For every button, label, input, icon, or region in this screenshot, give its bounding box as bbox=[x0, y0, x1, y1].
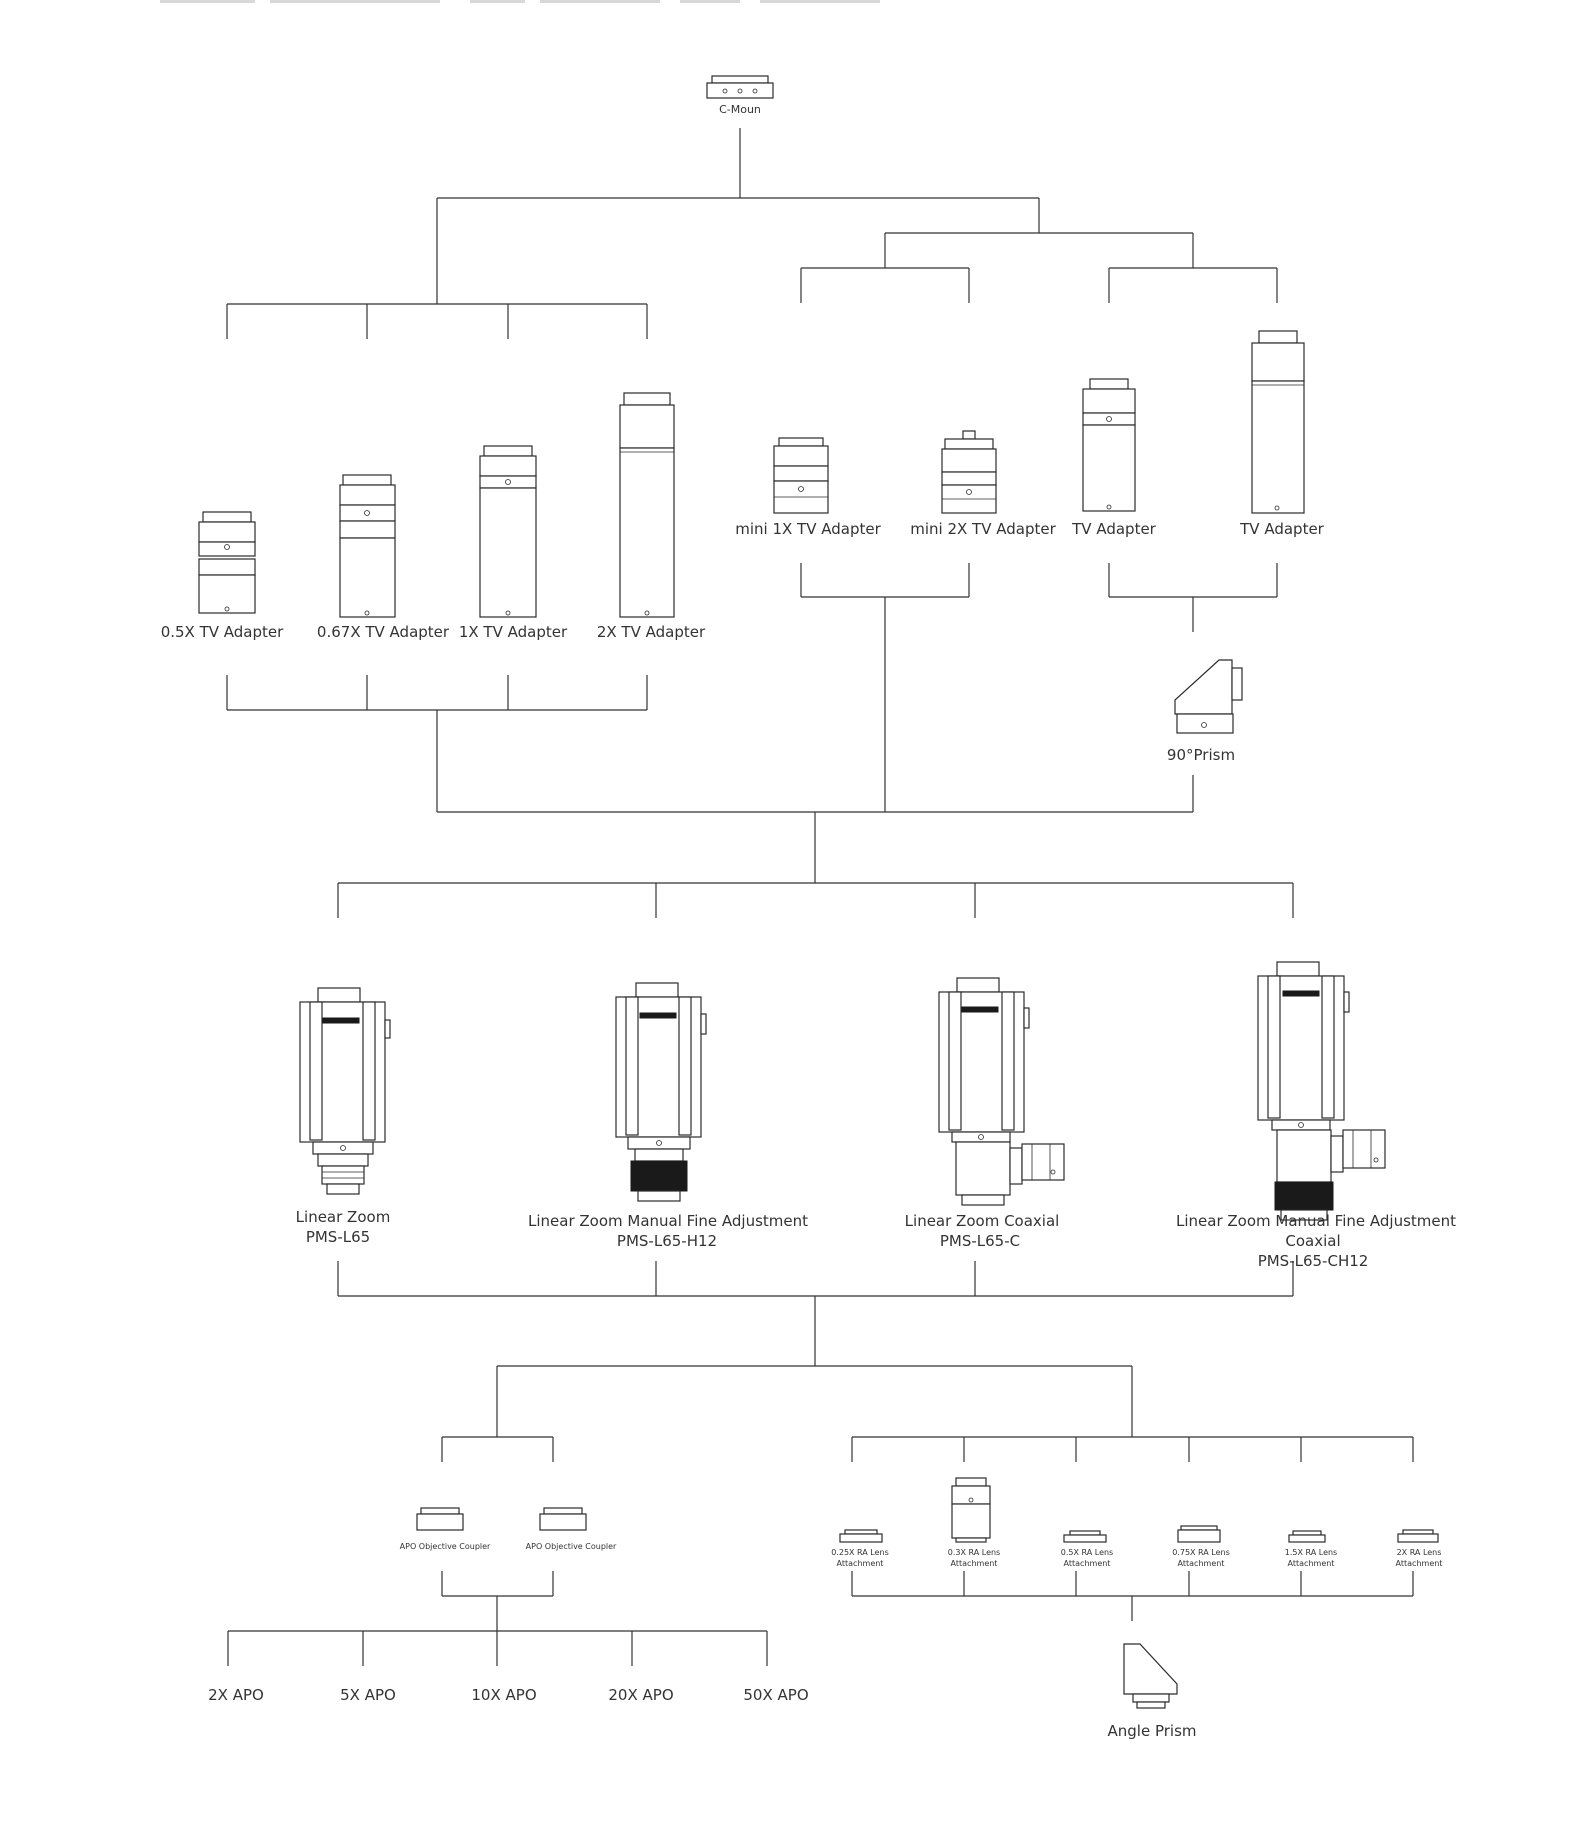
zoom-body-pms-l65-model: PMS-L65 bbox=[306, 1228, 370, 1246]
tv-adapter-0-67x-icon bbox=[339, 474, 396, 618]
cropped-header bbox=[160, 0, 880, 3]
mini-1x-tv-adapter-label: mini 1X TV Adapter bbox=[735, 520, 881, 538]
apo-objectives: 2X APO 5X APO 10X APO 20X APO 50X APO bbox=[208, 1686, 808, 1704]
prism-90-node: 90°Prism bbox=[1167, 659, 1243, 764]
tv-adapter-a-icon bbox=[1082, 378, 1136, 512]
mini-2x-tv-adapter-icon bbox=[941, 430, 997, 514]
zoom-body-pms-l65-h12: Linear Zoom Manual Fine Adjustment PMS-L… bbox=[528, 982, 808, 1250]
prism-90-icon bbox=[1174, 659, 1243, 734]
ra-lens-0-3x: 0.3X RA Lens Attachment bbox=[948, 1477, 1000, 1568]
ra-lens-0-25x-line2: Attachment bbox=[837, 1559, 884, 1568]
tv-adapter-a-label: TV Adapter bbox=[1071, 520, 1157, 538]
ra-lens-2x-line1: 2X RA Lens bbox=[1397, 1548, 1442, 1557]
tv-adapter-2x-label: 2X TV Adapter bbox=[597, 623, 706, 641]
ra-lens-0-25x-line1: 0.25X RA Lens bbox=[831, 1548, 889, 1557]
ra-lens-1-5x-line2: Attachment bbox=[1288, 1559, 1335, 1568]
c-mount-node: C-Moun bbox=[706, 75, 774, 116]
angle-prism-label: Angle Prism bbox=[1108, 1722, 1197, 1740]
tv-adapter-0-5x-label: 0.5X TV Adapter bbox=[161, 623, 284, 641]
ra-lens-2x-icon bbox=[1397, 1529, 1439, 1543]
objective-20x-apo: 20X APO bbox=[608, 1686, 673, 1704]
tv-adapter-2x: 2X TV Adapter bbox=[597, 392, 706, 641]
zoom-body-pms-l65: Linear Zoom PMS-L65 bbox=[296, 987, 391, 1246]
zoom-body-pms-l65-c-name: Linear Zoom Coaxial bbox=[905, 1212, 1060, 1230]
ra-lens-0-25x-icon bbox=[839, 1529, 883, 1543]
tv-adapter-a: TV Adapter bbox=[1071, 378, 1157, 538]
tv-adapter-b-icon bbox=[1251, 330, 1305, 514]
zoom-body-pms-l65-ch12-model: PMS-L65-CH12 bbox=[1258, 1252, 1369, 1270]
angle-prism-node: Angle Prism bbox=[1108, 1643, 1197, 1740]
apo-coupler-b-icon bbox=[539, 1507, 587, 1531]
apo-coupler-a-icon bbox=[416, 1507, 464, 1531]
apo-coupler-a-label: APO Objective Coupler bbox=[400, 1542, 491, 1551]
angle-prism-icon bbox=[1123, 1643, 1178, 1709]
prism-90-label: 90°Prism bbox=[1167, 746, 1235, 764]
tv-adapter-1x-label: 1X TV Adapter bbox=[459, 623, 568, 641]
zoom-body-pms-l65-c: Linear Zoom Coaxial PMS-L65-C bbox=[905, 977, 1065, 1250]
tv-adapter-0-67x: 0.67X TV Adapter bbox=[317, 474, 450, 641]
zoom-body-pms-l65-c-icon bbox=[938, 977, 1065, 1206]
tv-adapter-1x-icon bbox=[479, 445, 537, 618]
tv-adapter-1x: 1X TV Adapter bbox=[459, 445, 568, 641]
zoom-body-pms-l65-h12-model: PMS-L65-H12 bbox=[617, 1232, 717, 1250]
objective-10x-apo: 10X APO bbox=[471, 1686, 536, 1704]
zoom-body-pms-l65-ch12-name: Linear Zoom Manual Fine Adjustment bbox=[1176, 1212, 1456, 1230]
mini-1x-tv-adapter: mini 1X TV Adapter bbox=[735, 437, 882, 538]
zoom-body-pms-l65-ch12: Linear Zoom Manual Fine Adjustment Coaxi… bbox=[1176, 961, 1456, 1270]
tv-adapter-0-5x-icon bbox=[198, 511, 256, 614]
objective-2x-apo: 2X APO bbox=[208, 1686, 264, 1704]
zoom-body-pms-l65-ch12-coaxial: Coaxial bbox=[1285, 1232, 1340, 1250]
zoom-body-pms-l65-name: Linear Zoom bbox=[296, 1208, 391, 1226]
tv-adapter-0-67x-label: 0.67X TV Adapter bbox=[317, 623, 450, 641]
ra-lens-1-5x: 1.5X RA Lens Attachment bbox=[1285, 1530, 1337, 1568]
tv-adapter-b: TV Adapter bbox=[1239, 330, 1325, 538]
zoom-body-pms-l65-icon bbox=[299, 987, 391, 1195]
zoom-body-pms-l65-h12-icon bbox=[615, 982, 707, 1202]
ra-lens-0-3x-line1: 0.3X RA Lens bbox=[948, 1548, 1000, 1557]
objective-50x-apo: 50X APO bbox=[743, 1686, 808, 1704]
ra-lens-1-5x-icon bbox=[1288, 1530, 1326, 1543]
connector-lines bbox=[226, 128, 1414, 1666]
c-mount-icon bbox=[706, 75, 774, 99]
ra-lens-0-25x: 0.25X RA Lens Attachment bbox=[831, 1529, 889, 1568]
ra-lens-0-5x: 0.5X RA Lens Attachment bbox=[1061, 1530, 1113, 1568]
ra-lens-0-3x-icon bbox=[951, 1477, 991, 1543]
mini-2x-tv-adapter-label: mini 2X TV Adapter bbox=[910, 520, 1056, 538]
tv-adapter-2x-icon bbox=[619, 392, 675, 618]
ra-lens-0-3x-line2: Attachment bbox=[951, 1559, 998, 1568]
zoom-body-pms-l65-ch12-icon bbox=[1257, 961, 1386, 1221]
ra-lens-0-5x-icon bbox=[1063, 1530, 1107, 1543]
apo-coupler-a: APO Objective Coupler bbox=[400, 1507, 491, 1551]
ra-lens-0-5x-line2: Attachment bbox=[1064, 1559, 1111, 1568]
ra-lens-2x: 2X RA Lens Attachment bbox=[1396, 1529, 1443, 1568]
apo-coupler-b: APO Objective Coupler bbox=[526, 1507, 617, 1551]
tv-adapter-b-label: TV Adapter bbox=[1239, 520, 1325, 538]
ra-lens-2x-line2: Attachment bbox=[1396, 1559, 1443, 1568]
ra-lens-1-5x-line1: 1.5X RA Lens bbox=[1285, 1548, 1337, 1557]
ra-lens-0-75x-line1: 0.75X RA Lens bbox=[1172, 1548, 1230, 1557]
ra-lens-0-75x: 0.75X RA Lens Attachment bbox=[1172, 1525, 1230, 1568]
zoom-body-pms-l65-h12-name: Linear Zoom Manual Fine Adjustment bbox=[528, 1212, 808, 1230]
mini-1x-tv-adapter-icon bbox=[773, 437, 829, 514]
apo-coupler-b-label: APO Objective Coupler bbox=[526, 1542, 617, 1551]
objective-5x-apo: 5X APO bbox=[340, 1686, 396, 1704]
c-mount-label: C-Moun bbox=[719, 103, 761, 116]
ra-lens-0-5x-line1: 0.5X RA Lens bbox=[1061, 1548, 1113, 1557]
mini-2x-tv-adapter: mini 2X TV Adapter bbox=[910, 430, 1057, 538]
tv-adapter-0-5x: 0.5X TV Adapter bbox=[161, 511, 284, 641]
ra-lens-0-75x-line2: Attachment bbox=[1178, 1559, 1225, 1568]
zoom-body-pms-l65-c-model: PMS-L65-C bbox=[940, 1232, 1020, 1250]
ra-lens-0-75x-icon bbox=[1177, 1525, 1221, 1543]
